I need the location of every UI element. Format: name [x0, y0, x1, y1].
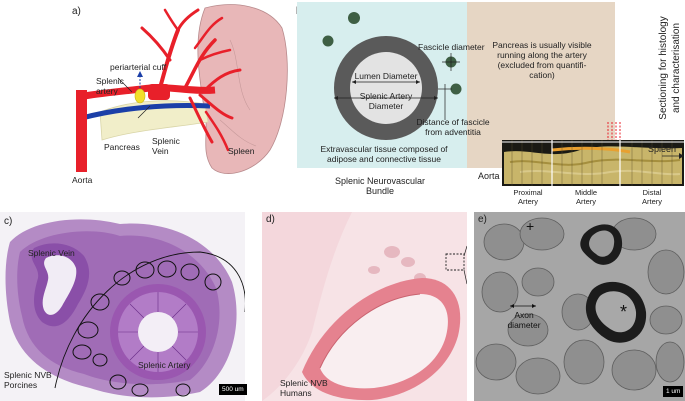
- e-plus-marker: +: [526, 218, 535, 234]
- c-caption: Splenic NVB Porcines: [4, 370, 52, 390]
- c-scale-label: 500 um: [219, 384, 247, 395]
- artery-lumen: [350, 52, 422, 124]
- fascicle-diameter-label: Fascicle diameter: [418, 42, 485, 52]
- d-caption: Splenic NVB Humans: [280, 378, 328, 398]
- e-scale-label: 1 um: [663, 386, 684, 397]
- panel-a: a): [0, 0, 290, 200]
- pancreas-label: Pancreas: [104, 142, 140, 152]
- human-histology: [262, 212, 467, 401]
- panel-d: d) Splenic NVB Humans: [262, 212, 467, 401]
- bundle-caption: Splenic Neurovascular Bundle: [334, 176, 426, 196]
- periarterial-cuff-label: periarterial cuff: [110, 62, 167, 72]
- splenic-vein-label: Splenic Vein: [152, 136, 180, 156]
- lumen-diameter-label: Lumen Diameter: [354, 71, 418, 81]
- extravascular-label: Extravascular tissue composed of adipose…: [320, 144, 448, 164]
- distance-fascicle-label: Distance of fascicle from adventitia: [416, 117, 490, 137]
- c-splenic-vein-label: Splenic Vein: [28, 248, 75, 258]
- panel-c: c) Splenic Vein Splenic Artery Splenic N…: [0, 212, 247, 401]
- panel-a-tag: a): [72, 6, 81, 17]
- aorta-photo-label: Aorta: [478, 171, 500, 181]
- aorta-shape: [76, 90, 87, 172]
- electron-micrograph: [474, 212, 685, 401]
- e-star-marker: *: [620, 302, 628, 322]
- panel-c-tag: c): [4, 216, 13, 227]
- splenic-artery-label: Splenic artery: [96, 76, 124, 96]
- artery-photo: [502, 140, 684, 186]
- segment-middle: Middle Artery: [574, 188, 598, 206]
- panel-e-tag: e): [478, 214, 487, 225]
- pancreas-note: Pancreas is usually visible running alon…: [492, 40, 592, 80]
- aorta-label: Aorta: [72, 175, 93, 185]
- panel-e: e) + Axon diameter * 1 um: [474, 212, 685, 401]
- periarterial-cuff-shape: [134, 88, 146, 104]
- splenic-artery-diameter-label: Splenic Artery Diameter: [359, 91, 413, 111]
- e-axon-diameter-label: Axon diameter: [507, 310, 541, 330]
- c-splenic-artery-label: Splenic Artery: [138, 360, 191, 370]
- porcine-histology: [0, 212, 245, 401]
- anatomy-diagram: [76, 4, 288, 174]
- segment-distal: Distal Artery: [641, 188, 662, 206]
- spleen-label: Spleen: [228, 146, 255, 156]
- segment-proximal: Proximal Artery: [513, 188, 543, 206]
- spleen-photo-label: Spleen: [648, 144, 677, 154]
- cross-section-diagram: [322, 12, 684, 186]
- panel-b: b): [290, 0, 685, 210]
- panel-d-tag: d): [266, 214, 275, 225]
- sectioning-label: Sectioning for histology and characteris…: [658, 16, 682, 120]
